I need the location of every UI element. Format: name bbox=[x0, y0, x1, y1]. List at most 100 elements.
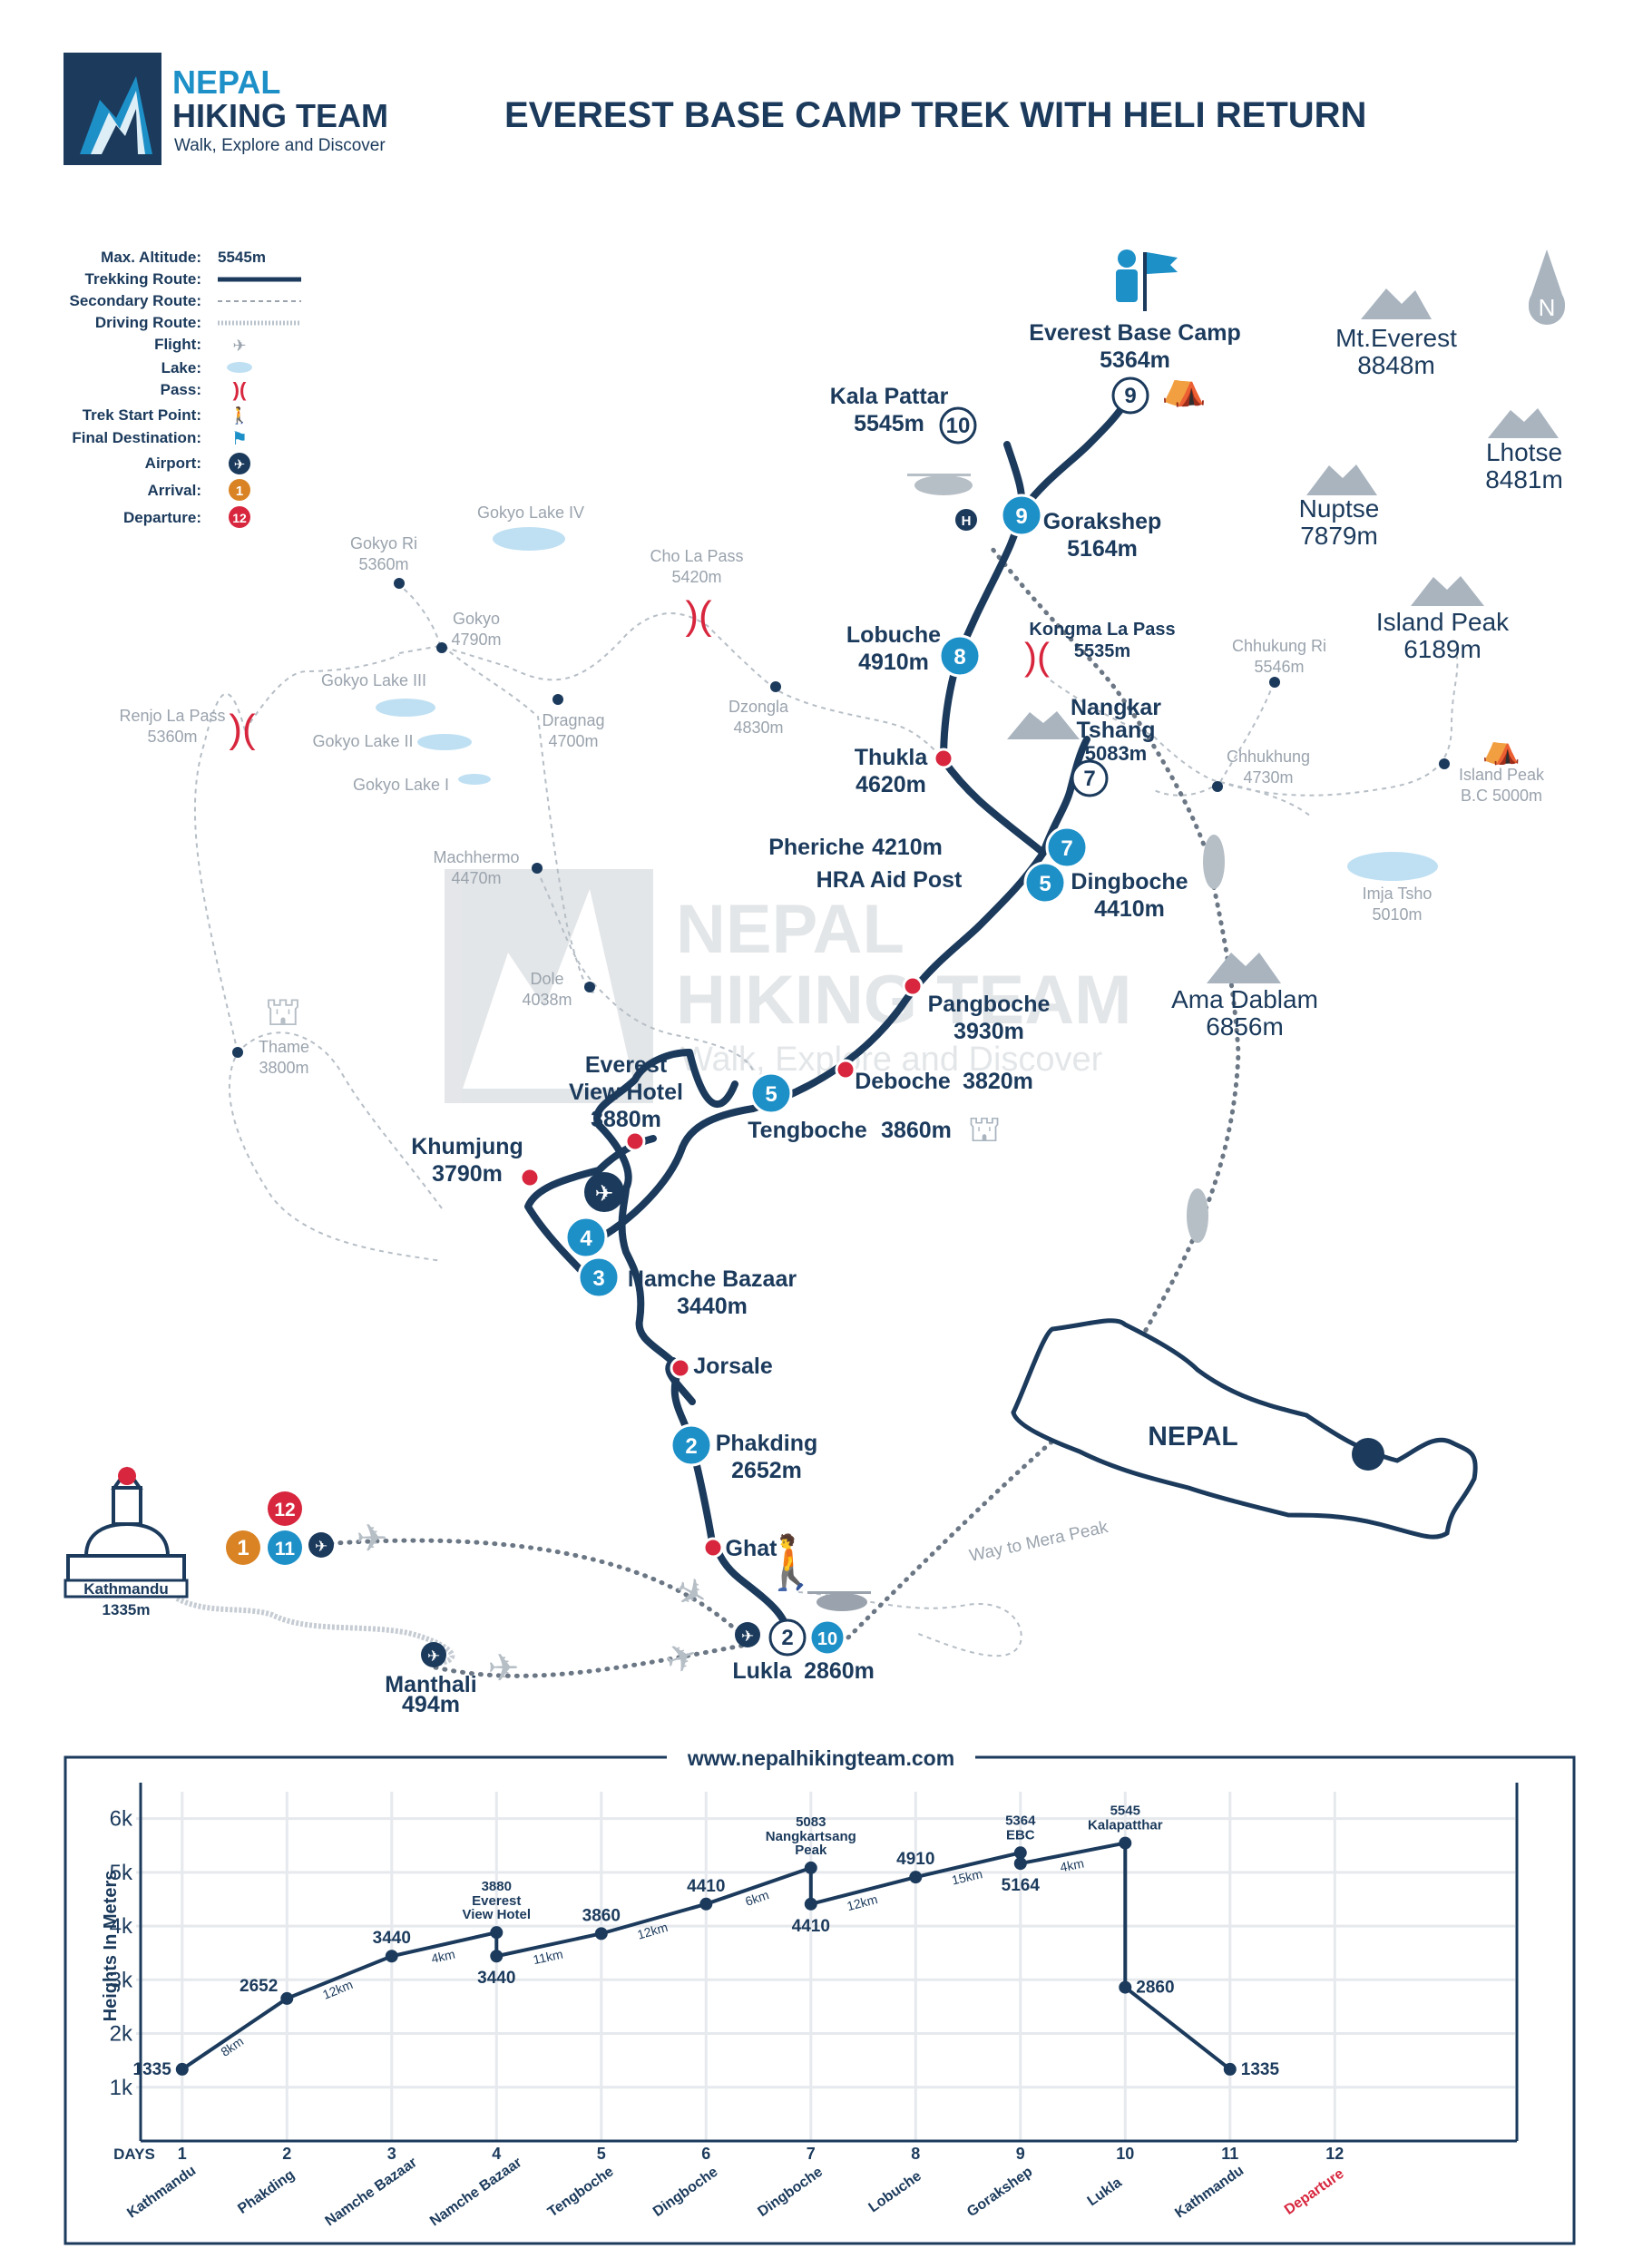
svg-text:Gokyo Lake III: Gokyo Lake III bbox=[321, 671, 426, 689]
plane-icon: ✈ bbox=[356, 1517, 387, 1559]
flight-routes bbox=[319, 542, 1241, 1678]
pass-icon: )( bbox=[229, 707, 256, 751]
svg-text:HRA Aid Post: HRA Aid Post bbox=[816, 867, 963, 893]
plane-icon: ✈ bbox=[487, 1647, 519, 1689]
profile-value-label: 1335 bbox=[1241, 2060, 1280, 2079]
svg-text:Deboche: Deboche bbox=[855, 1069, 951, 1094]
lakes bbox=[376, 527, 1438, 881]
profile-value-label: 4410 bbox=[687, 1877, 725, 1896]
profile-place-label: Nangkartsang bbox=[766, 1829, 856, 1844]
legend-max-altitude-value: 5545m bbox=[218, 249, 266, 266]
y-tick-label: 3k bbox=[110, 1968, 133, 1992]
svg-text:7: 7 bbox=[1061, 836, 1072, 861]
brand-line2: HIKING TEAM bbox=[172, 97, 388, 134]
profile-value-label: 1335 bbox=[133, 2060, 172, 2079]
stupa-icon: ⛫ bbox=[968, 1110, 1002, 1149]
svg-text:6189m: 6189m bbox=[1403, 635, 1481, 663]
lake-gokyo-ii bbox=[417, 734, 472, 750]
svg-text:Khumjung: Khumjung bbox=[411, 1134, 523, 1159]
svg-text:494m: 494m bbox=[402, 1692, 460, 1717]
svg-text:5535m: 5535m bbox=[1074, 641, 1130, 661]
profile-value-label: 5364 bbox=[1005, 1813, 1036, 1828]
svg-text:H: H bbox=[962, 513, 972, 529]
svg-text:Nangkar: Nangkar bbox=[1071, 695, 1161, 720]
profile-point bbox=[699, 1897, 713, 1911]
legend-flight: Flight: bbox=[154, 336, 201, 353]
profile-point bbox=[385, 1950, 398, 1963]
airport-icon: ✈ ✈ ✈ ✈ bbox=[308, 1172, 760, 1667]
waypoint-dots bbox=[519, 748, 954, 1559]
profile-frame bbox=[64, 1755, 1576, 2245]
nepal-label: NEPAL bbox=[1148, 1422, 1237, 1452]
final-destination-icon bbox=[1116, 249, 1178, 311]
svg-text:Gokyo: Gokyo bbox=[453, 610, 500, 628]
svg-text:4730m: 4730m bbox=[1243, 768, 1293, 787]
svg-text:3820m: 3820m bbox=[963, 1069, 1033, 1094]
svg-text:Chhukhung: Chhukhung bbox=[1227, 748, 1310, 766]
svg-text:8: 8 bbox=[953, 645, 965, 670]
legend-arrival-num: 1 bbox=[236, 484, 243, 499]
svg-text:3790m: 3790m bbox=[432, 1161, 503, 1187]
distance-label: 15km bbox=[950, 1866, 983, 1887]
svg-text:✈: ✈ bbox=[595, 1181, 614, 1207]
svg-text:Gokyo Lake II: Gokyo Lake II bbox=[312, 732, 413, 750]
svg-text:Dole: Dole bbox=[530, 970, 563, 988]
svg-text:Kongma La Pass: Kongma La Pass bbox=[1029, 620, 1175, 640]
svg-text:5: 5 bbox=[1039, 872, 1051, 896]
svg-text:Tengboche: Tengboche bbox=[748, 1118, 867, 1143]
svg-text:Pheriche: Pheriche bbox=[768, 835, 865, 860]
mountain-icon bbox=[1007, 288, 1559, 983]
svg-text:Lobuche: Lobuche bbox=[846, 622, 941, 648]
svg-text:Lukla: Lukla bbox=[732, 1658, 792, 1684]
y-tick-label: 1k bbox=[110, 2076, 133, 2100]
day-tick-label: 11 bbox=[1221, 2145, 1238, 2163]
profile-value-label: 5083 bbox=[796, 1814, 826, 1830]
svg-text:Everest Base Camp: Everest Base Camp bbox=[1029, 320, 1240, 346]
profile-point bbox=[804, 1861, 817, 1874]
svg-text:Chhukung Ri: Chhukung Ri bbox=[1232, 637, 1326, 655]
svg-text:5: 5 bbox=[765, 1082, 777, 1107]
svg-text:5360m: 5360m bbox=[358, 555, 408, 573]
svg-text:5420m: 5420m bbox=[671, 568, 721, 586]
svg-text:6856m: 6856m bbox=[1206, 1012, 1284, 1041]
svg-text:3880m: 3880m bbox=[591, 1107, 661, 1132]
legend: Max. Altitude: 5545m Trekking Route: Sec… bbox=[70, 249, 301, 528]
legend-final: Final Destination: bbox=[72, 429, 201, 446]
svg-text:5360m: 5360m bbox=[147, 728, 197, 746]
day-tick-label: 5 bbox=[597, 2145, 606, 2163]
legend-trekking: Trekking Route: bbox=[85, 270, 201, 288]
svg-text:5164m: 5164m bbox=[1067, 536, 1138, 562]
svg-text:8848m: 8848m bbox=[1357, 351, 1435, 379]
lake-icon bbox=[227, 362, 252, 373]
svg-text:4410m: 4410m bbox=[1094, 896, 1165, 922]
profile-place-label: View Hotel bbox=[462, 1907, 531, 1922]
legend-arrival: Arrival: bbox=[147, 482, 201, 499]
website: www.nepalhikingteam.com bbox=[687, 1746, 954, 1770]
kathmandu-label: Kathmandu bbox=[83, 1580, 169, 1598]
profile-value-label: 5164 bbox=[1002, 1876, 1041, 1895]
profile-point bbox=[909, 1871, 923, 1884]
svg-text:Pangboche: Pangboche bbox=[928, 992, 1051, 1017]
pass-icon: )( bbox=[685, 593, 712, 638]
svg-text:✈: ✈ bbox=[741, 1628, 754, 1645]
profile-place-label: Kalapatthar bbox=[1088, 1818, 1163, 1833]
svg-text:Dragnag: Dragnag bbox=[542, 711, 604, 729]
day-tick-label: 8 bbox=[911, 2145, 920, 2163]
page-title: EVEREST BASE CAMP TREK WITH HELI RETURN bbox=[504, 95, 1366, 135]
legend-secondary: Secondary Route: bbox=[70, 292, 201, 309]
svg-text:B.C 5000m: B.C 5000m bbox=[1461, 787, 1542, 805]
profile-place-label: Everest bbox=[472, 1893, 521, 1909]
grey-places: Gokyo Lake IV Gokyo Ri 5360m Cho La Pass… bbox=[119, 503, 1545, 1077]
pass-icon: )( bbox=[1024, 635, 1050, 678]
svg-text:Machhermo: Machhermo bbox=[433, 848, 519, 866]
svg-text:Island Peak: Island Peak bbox=[1459, 766, 1545, 784]
profile-point bbox=[1013, 1846, 1027, 1860]
profile-value-label: 3440 bbox=[477, 1969, 515, 1988]
airport-icon bbox=[229, 453, 250, 474]
profile-value-label: 3440 bbox=[373, 1929, 411, 1948]
svg-text:2: 2 bbox=[685, 1434, 697, 1459]
helicopter-icon bbox=[807, 474, 1225, 1611]
svg-text:5546m: 5546m bbox=[1254, 658, 1304, 676]
tent-icon: ⛺ bbox=[1161, 367, 1207, 407]
